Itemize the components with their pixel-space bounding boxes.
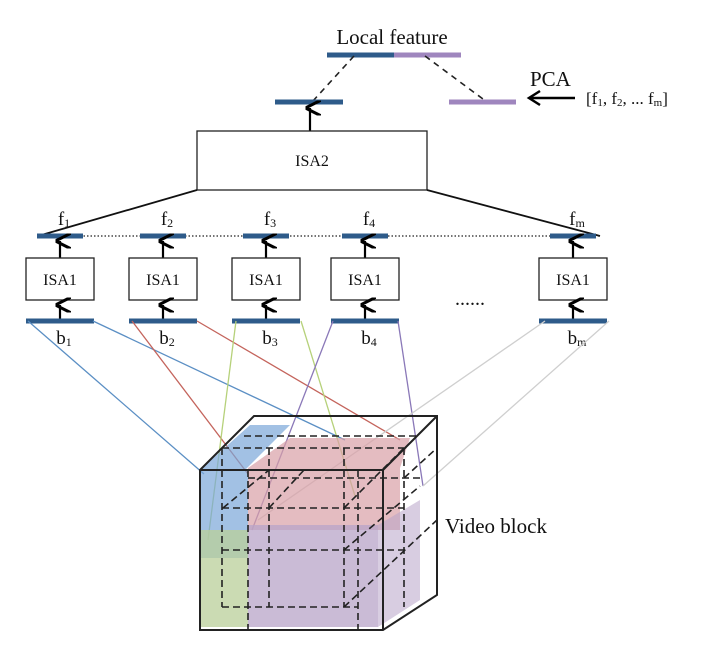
isa2-box xyxy=(196,130,428,191)
block-label-2: b2 xyxy=(159,328,175,349)
isa2-fan-right xyxy=(426,189,601,237)
isa1-label: ISA1 xyxy=(556,272,590,289)
dashed-connector-left xyxy=(311,55,355,103)
cube-region-green xyxy=(200,530,248,627)
cube-dash xyxy=(403,447,438,479)
block-label-4: b4 xyxy=(361,328,377,349)
cube-dash xyxy=(343,485,421,551)
isa1-box xyxy=(128,257,198,301)
cube-dash xyxy=(343,447,405,509)
isa2-fan-left xyxy=(37,189,198,237)
cube-dash xyxy=(268,469,305,509)
cube-dash xyxy=(222,469,270,509)
pca-label: PCA xyxy=(530,67,572,91)
isa1-label: ISA1 xyxy=(348,272,382,289)
block-label-3: b3 xyxy=(262,328,278,349)
video-block-cube xyxy=(199,415,438,631)
isa1-box xyxy=(25,257,95,301)
b2-line-right xyxy=(196,320,401,441)
feature-label-4: f4 xyxy=(363,209,375,230)
b1-line-left xyxy=(27,320,205,475)
local-feature-label: Local feature xyxy=(336,25,447,49)
video-block-label: Video block xyxy=(445,514,547,538)
bm-line-right xyxy=(422,320,610,487)
feature-label-2: f2 xyxy=(161,209,173,230)
isa1-label: ISA1 xyxy=(43,272,77,289)
feature-label-m: fm xyxy=(569,209,585,230)
feature-label-3: f3 xyxy=(264,209,276,230)
isa1-label: ISA1 xyxy=(146,272,180,289)
pca-arrowhead-icon xyxy=(526,89,541,107)
isa1-box xyxy=(538,257,608,301)
isa2-label: ISA2 xyxy=(295,153,329,170)
isa1-label: ISA1 xyxy=(249,272,283,289)
cube-region-purple-side xyxy=(378,500,420,627)
b4-line-right xyxy=(397,320,424,487)
pca-input-label: [f1, f2, ... fm] xyxy=(586,89,668,109)
cube-region-red-top xyxy=(248,438,410,468)
ellipsis: ...... xyxy=(455,288,485,310)
block-label-1: b1 xyxy=(56,328,72,349)
block-label-m: bm xyxy=(568,328,588,349)
feature-label-1: f1 xyxy=(58,209,70,230)
dashed-connector-right xyxy=(424,55,488,103)
cube-outline xyxy=(199,415,438,631)
b1-line-right xyxy=(92,320,346,441)
